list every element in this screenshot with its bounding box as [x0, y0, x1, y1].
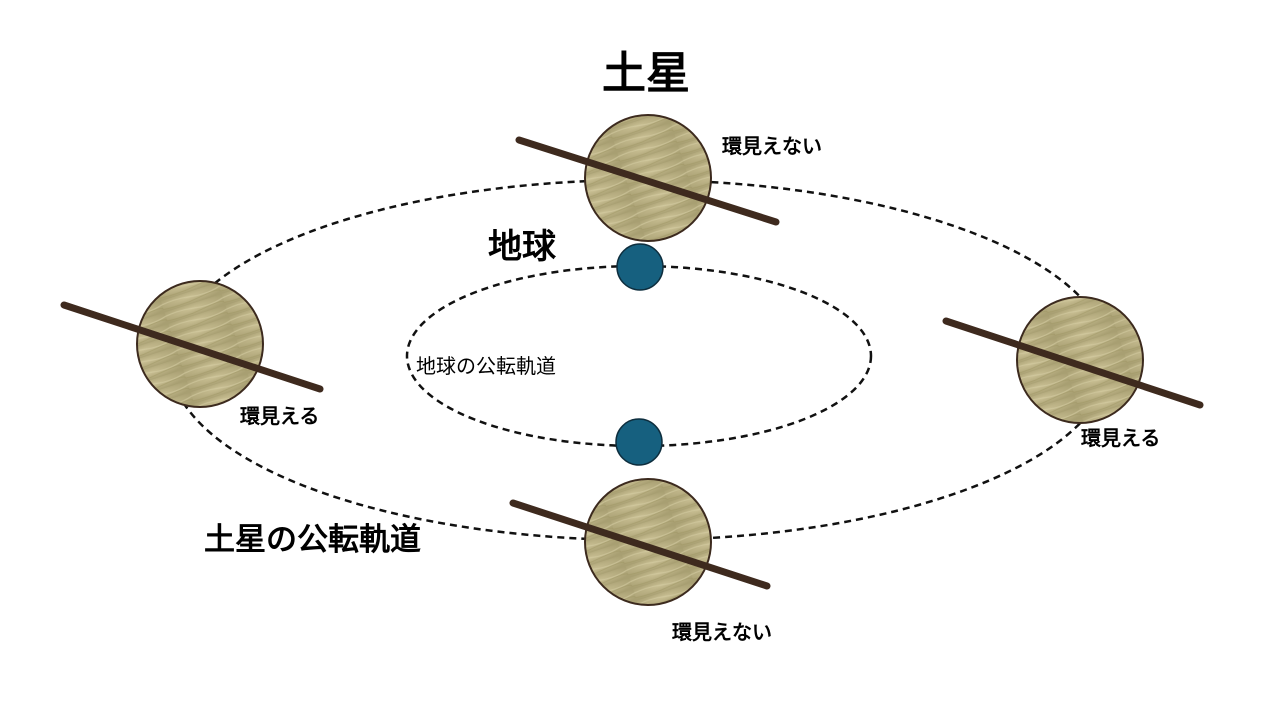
- ring-invisible-label-bottom: 環見えない: [672, 620, 772, 644]
- saturn-top: [515, 114, 780, 242]
- saturn-title: 土星: [602, 48, 690, 99]
- saturn-orbit-label: 土星の公転軌道: [204, 522, 421, 558]
- earth-top: [616, 243, 664, 291]
- ring-edge-right: [942, 317, 1204, 409]
- ring-invisible-label-top: 環見えない: [722, 134, 822, 158]
- saturn-right: [942, 296, 1204, 424]
- earth-bottom: [615, 418, 663, 466]
- saturn-bottom: [509, 478, 771, 606]
- earth-title: 地球: [488, 227, 556, 267]
- ring-visible-label-right: 環見える: [1081, 426, 1161, 450]
- saturn-left: [60, 280, 324, 408]
- ring-edge-top: [515, 136, 780, 226]
- ring-edge-bottom: [509, 499, 771, 590]
- earth-orbit-label: 地球の公転軌道: [416, 354, 556, 378]
- ring-visible-label-left: 環見える: [240, 404, 320, 428]
- ring-edge-left: [60, 301, 324, 393]
